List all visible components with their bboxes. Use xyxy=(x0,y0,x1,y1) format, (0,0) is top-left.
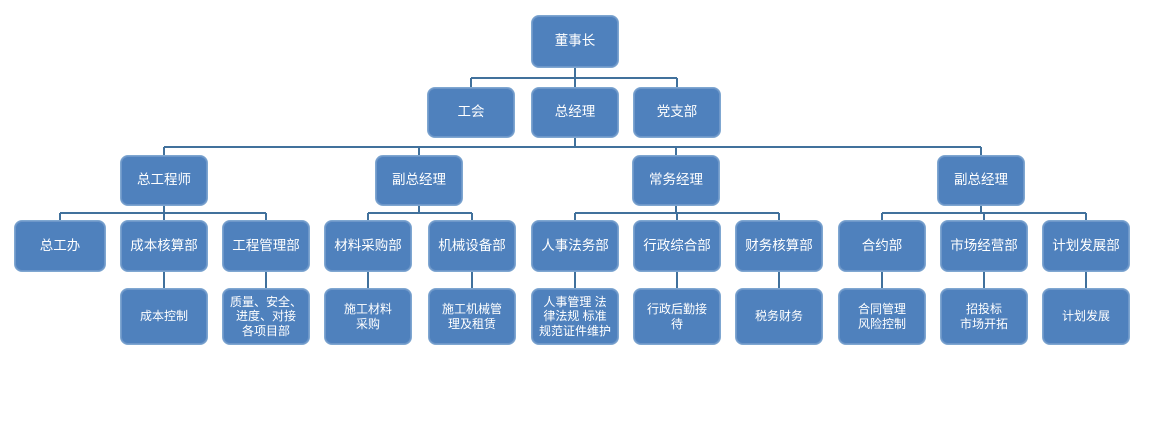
org-node-tax-finance: 税务财务 xyxy=(735,288,823,345)
org-node-label: 副总经理 xyxy=(392,172,446,188)
org-node-admin-general-dept: 行政综合部 xyxy=(633,220,721,272)
org-node-material-procurement-dept: 材料采购部 xyxy=(324,220,412,272)
org-node-label: 工程管理部 xyxy=(232,237,300,253)
org-node-label: 机械设备部 xyxy=(438,237,506,253)
org-node-label: 总工程师 xyxy=(137,172,191,188)
org-node-label: 合同管理 风险控制 xyxy=(857,301,906,331)
org-node-chairman: 董事长 xyxy=(531,15,619,68)
org-node-label: 工会 xyxy=(457,104,485,120)
org-node-label: 招投标 市场开拓 xyxy=(959,301,1008,331)
org-node-label: 总经理 xyxy=(554,104,596,120)
org-node-quality-safety-progress: 质量、安全、 进度、对接 各项目部 xyxy=(222,288,310,345)
org-node-cost-accounting-dept: 成本核算部 xyxy=(120,220,208,272)
org-node-label: 计划发展 xyxy=(1061,309,1110,324)
org-node-cost-control: 成本控制 xyxy=(120,288,208,345)
org-node-label: 副总经理 xyxy=(954,172,1008,188)
org-node-label: 行政综合部 xyxy=(643,237,711,253)
org-node-label: 总工办 xyxy=(39,237,81,253)
org-node-engineering-management-dept: 工程管理部 xyxy=(222,220,310,272)
org-node-chief-engineer-office: 总工办 xyxy=(14,220,106,272)
org-node-label: 市场经营部 xyxy=(950,237,1018,253)
org-node-party-branch: 党支部 xyxy=(633,87,721,138)
org-node-machinery-management-leasing: 施工机械管 理及租赁 xyxy=(428,288,516,345)
org-node-label: 人事法务部 xyxy=(541,237,609,253)
org-node-label: 财务核算部 xyxy=(745,237,813,253)
org-node-executive-manager: 常务经理 xyxy=(632,155,720,206)
org-node-planning-development-dept: 计划发展部 xyxy=(1042,220,1130,272)
org-node-label: 常务经理 xyxy=(649,172,703,188)
org-node-label: 税务财务 xyxy=(754,309,803,324)
org-node-label: 质量、安全、 进度、对接 各项目部 xyxy=(229,294,302,338)
org-node-general-manager: 总经理 xyxy=(531,87,619,138)
org-node-hr-legal-dept: 人事法务部 xyxy=(531,220,619,272)
org-node-label: 材料采购部 xyxy=(334,237,402,253)
org-node-label: 行政后勤接 待 xyxy=(646,301,707,331)
org-node-label: 党支部 xyxy=(656,104,698,120)
org-node-planning-development: 计划发展 xyxy=(1042,288,1130,345)
org-node-chief-engineer: 总工程师 xyxy=(120,155,208,206)
org-node-contract-management-risk-control: 合同管理 风险控制 xyxy=(838,288,926,345)
org-node-label: 计划发展部 xyxy=(1052,237,1120,253)
org-node-deputy-general-manager-right: 副总经理 xyxy=(937,155,1025,206)
org-node-construction-material-procurement: 施工材料 采购 xyxy=(324,288,412,345)
org-node-machinery-equipment-dept: 机械设备部 xyxy=(428,220,516,272)
org-node-contract-dept: 合约部 xyxy=(838,220,926,272)
org-node-deputy-general-manager-left: 副总经理 xyxy=(375,155,463,206)
org-node-hr-legal-functions: 人事管理 法 律法规 标准 规范证件维护 xyxy=(531,288,619,345)
org-node-label: 施工机械管 理及租赁 xyxy=(441,301,502,331)
org-node-label: 人事管理 法 律法规 标准 规范证件维护 xyxy=(538,294,611,338)
org-node-market-operations-dept: 市场经营部 xyxy=(940,220,1028,272)
org-node-label: 成本核算部 xyxy=(130,237,198,253)
org-node-admin-logistics-reception: 行政后勤接 待 xyxy=(633,288,721,345)
org-node-finance-accounting-dept: 财务核算部 xyxy=(735,220,823,272)
org-node-labor-union: 工会 xyxy=(427,87,515,138)
org-node-label: 施工材料 采购 xyxy=(343,301,392,331)
org-node-label: 合约部 xyxy=(861,237,903,253)
org-node-bidding-market-expansion: 招投标 市场开拓 xyxy=(940,288,1028,345)
org-node-label: 成本控制 xyxy=(139,309,188,324)
org-node-label: 董事长 xyxy=(554,33,596,49)
